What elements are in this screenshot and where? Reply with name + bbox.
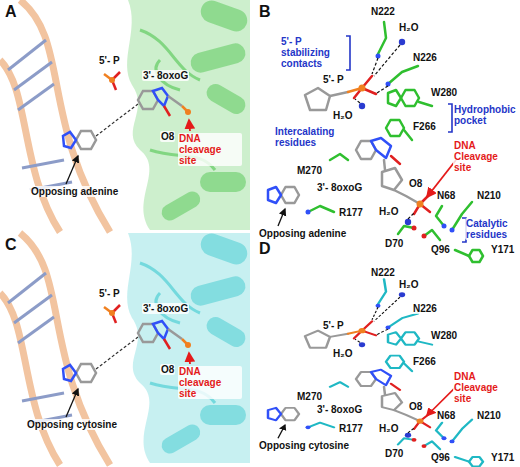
nucleotide-label: 5'- P <box>98 55 121 66</box>
water-label: H₂O <box>332 348 353 359</box>
group-bracket-part <box>346 36 350 70</box>
group-label: 5'- P stabilizing contacts <box>280 36 346 69</box>
base-label: Opposing cytosine <box>26 419 118 430</box>
residue-label: R177 <box>338 423 364 434</box>
panel-b-active-site <box>268 22 483 262</box>
panel-letter: C <box>4 236 18 254</box>
nucleotide-label: 5'- P <box>98 288 121 299</box>
residue-label: Q96 <box>430 452 451 463</box>
residue-label: R177 <box>338 207 364 218</box>
residue-label: N222 <box>370 6 396 17</box>
group-label: Hydrophobic pocket <box>453 104 517 126</box>
nucleotide-label: 5'- P <box>322 74 345 85</box>
residue-label: N68 <box>436 410 456 421</box>
panel-letter: A <box>4 3 18 21</box>
base-label: Opposing adenine <box>258 228 347 239</box>
group-label: Intercalating residues <box>274 126 350 148</box>
atom-label: O8 <box>408 401 423 412</box>
residue-label: F266 <box>412 356 437 367</box>
nucleotide-label: 3'- 8oxoG <box>142 303 189 314</box>
cleavage-label: DNA Cleavage site <box>453 371 517 404</box>
atom-label: O8 <box>160 364 175 375</box>
residue-label: F266 <box>412 121 437 132</box>
residue-label: N210 <box>476 190 502 201</box>
panel-c-structure <box>0 230 250 465</box>
atom-label: O8 <box>160 131 175 142</box>
atom-label: O8 <box>408 178 423 189</box>
residue-label: Y171 <box>490 452 515 463</box>
nucleotide-label: 3'- 8oxoG <box>142 70 189 81</box>
residue-label: M270 <box>296 391 323 402</box>
cleavage-label: DNA Cleavage site <box>453 140 517 173</box>
water-label: H₂O <box>398 279 419 290</box>
residue-label: D70 <box>384 238 404 249</box>
panel-letter: B <box>258 3 272 21</box>
panel-d-active-site <box>268 279 483 466</box>
water-label: H₂O <box>332 110 353 121</box>
panel-letter: D <box>258 240 272 258</box>
panel-a-structure <box>0 0 250 232</box>
group-bracket-part <box>448 104 452 132</box>
residue-label: N222 <box>370 267 396 278</box>
water-label: H₂O <box>378 423 399 434</box>
residue-label: N226 <box>412 52 438 63</box>
group-label: Catalytic residues <box>465 218 517 240</box>
residue-label: N68 <box>436 190 456 201</box>
residue-label: Y171 <box>490 244 515 255</box>
cleavage-label: DNA cleavage site <box>178 133 242 166</box>
group-bracket <box>346 36 466 242</box>
nucleotide-label: 3'- 8oxoG <box>316 182 363 193</box>
residue-label: N226 <box>412 303 438 314</box>
water-label: H₂O <box>398 22 419 33</box>
nucleotide-label: 3'- 8oxoG <box>316 404 363 415</box>
residue-label: M270 <box>296 165 323 176</box>
residue-label: N210 <box>476 410 502 421</box>
residue-label: W280 <box>430 330 458 341</box>
residue-label: D70 <box>384 448 404 459</box>
water-label: H₂O <box>378 206 399 217</box>
residue-label: W280 <box>430 87 458 98</box>
residue-label: Q96 <box>430 244 451 255</box>
nucleotide-label: 5'- P <box>322 320 345 331</box>
base-label: Opposing adenine <box>30 186 119 197</box>
base-label: Opposing cytosine <box>258 440 350 451</box>
cleavage-label: DNA cleavage site <box>178 366 242 399</box>
